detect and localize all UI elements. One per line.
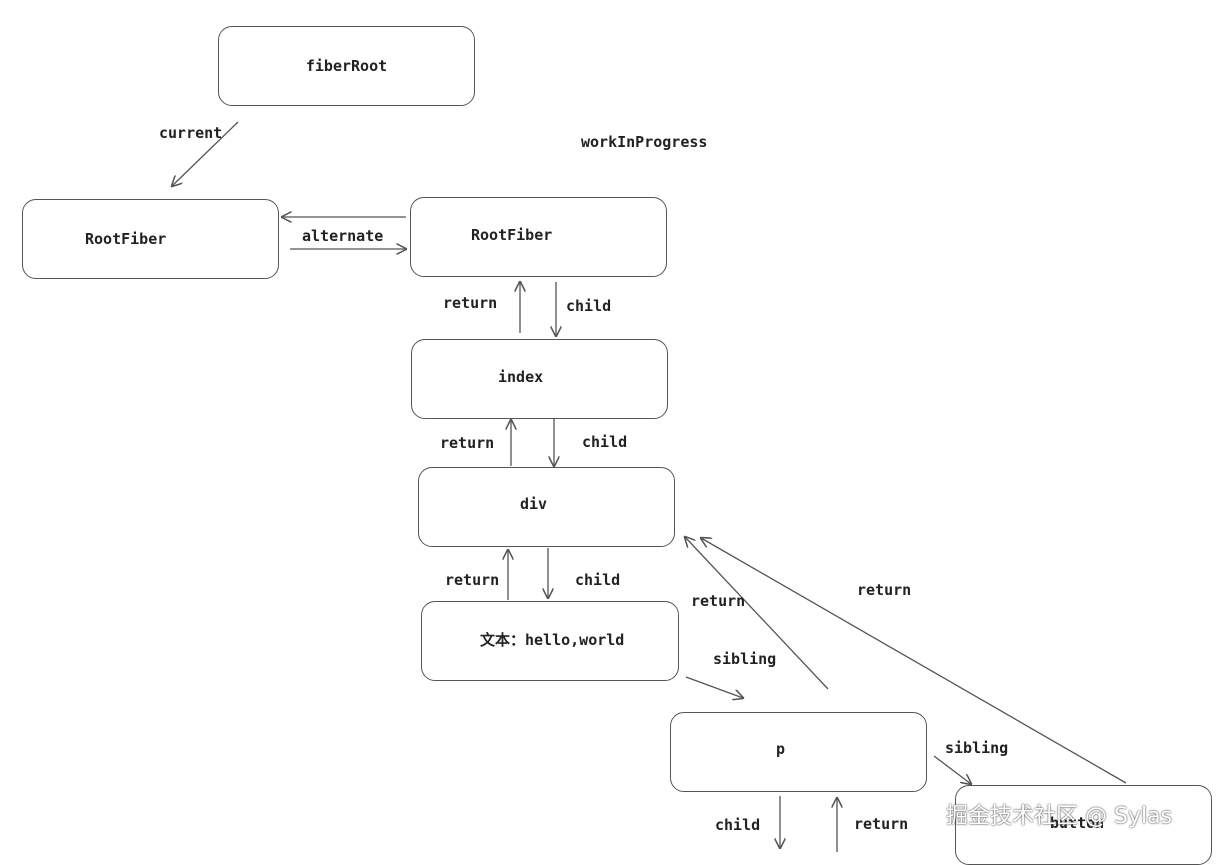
watermark: 掘金技术社区 @ Sylas [946, 804, 1173, 829]
node-current-root-fiber-label: RootFiber [85, 230, 167, 248]
edge-sibling-p [933, 755, 971, 784]
label-sibling-text: sibling [713, 650, 777, 668]
label-child-index: child [582, 433, 628, 451]
edge-sibling-text [685, 676, 743, 698]
node-index-label: index [498, 368, 544, 386]
node-fiber-root: fiberRoot [218, 26, 475, 106]
node-current-root-fiber: RootFiber [22, 199, 279, 279]
label-return-button: return [857, 581, 912, 599]
edge-return-p [685, 537, 829, 690]
label-current: current [159, 124, 223, 142]
node-button-label: button [1050, 814, 1105, 832]
node-div: div [418, 467, 675, 547]
node-fiber-root-label: fiberRoot [305, 57, 388, 75]
label-return-div: return [445, 571, 500, 589]
node-div-label: div [520, 495, 548, 513]
node-wip-root-fiber-label: RootFiber [471, 226, 553, 244]
node-text-label: 文本：hello,world [480, 631, 625, 649]
label-alternate: alternate [302, 227, 384, 245]
label-return-index: return [440, 434, 495, 452]
edge-current [172, 121, 239, 186]
node-p-label: p [776, 740, 786, 758]
label-work-in-progress: workInProgress [581, 133, 708, 151]
label-return-rootfiber: return [443, 294, 498, 312]
node-index: index [411, 339, 668, 419]
label-child-p: child [715, 816, 761, 834]
label-return-text: return [691, 592, 746, 610]
node-p: p [670, 712, 927, 792]
edge-return-button [701, 538, 1127, 784]
label-child-rootfiber: child [566, 297, 612, 315]
node-text: 文本：hello,world [421, 601, 679, 681]
label-return-p: return [854, 815, 909, 833]
node-wip-root-fiber: RootFiber [410, 197, 667, 277]
label-sibling-p: sibling [945, 739, 1009, 757]
label-child-div: child [575, 571, 621, 589]
